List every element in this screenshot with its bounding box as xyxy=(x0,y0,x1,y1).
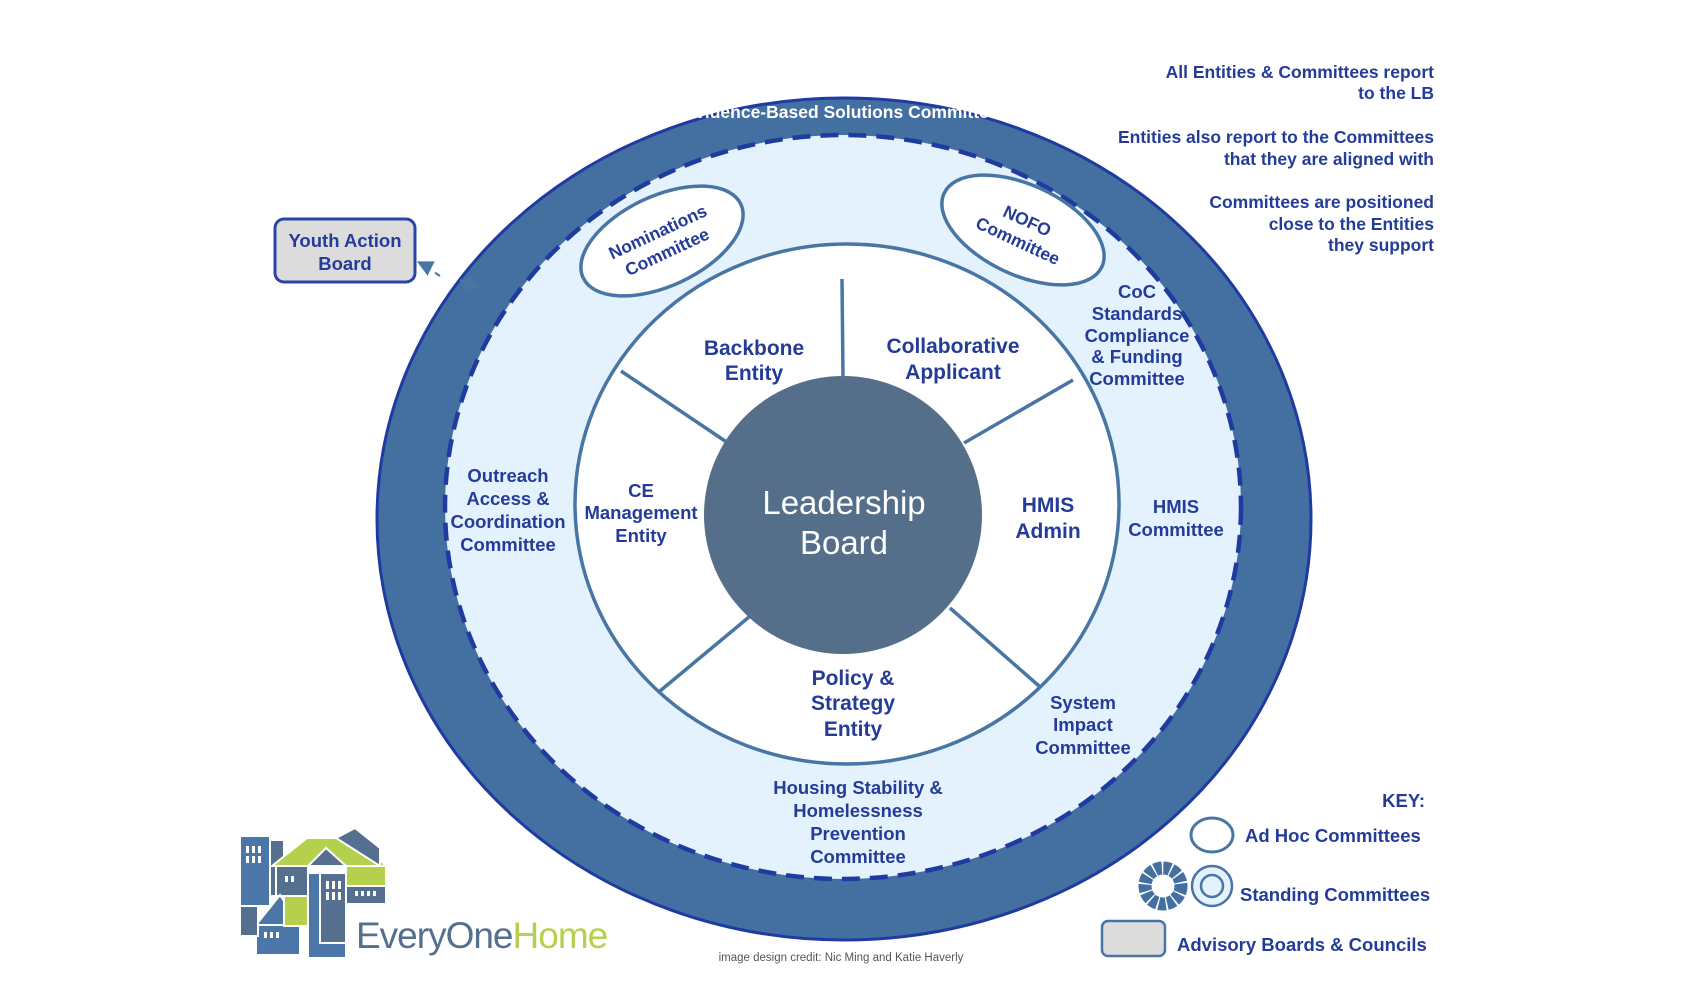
committee-label-line: & Funding xyxy=(1091,346,1182,367)
note-line: Entities also report to the Committees xyxy=(1118,127,1434,147)
committee-label-line: Committee xyxy=(1128,519,1224,540)
youth-board-connector-arrow xyxy=(459,274,481,290)
legend: KEY: Ad Hoc Committees Standing Committe… xyxy=(1100,790,1430,958)
committee-label-line: Committee xyxy=(1089,368,1185,389)
note-line: to the LB xyxy=(1358,83,1434,103)
legend-label: Advisory Boards & Councils xyxy=(1177,934,1427,955)
logo-windows xyxy=(246,846,376,938)
committee-label-line: Prevention xyxy=(810,823,906,844)
committee-hmis[interactable]: HMIS Committee xyxy=(1128,496,1224,540)
legend-label: Standing Committees xyxy=(1240,884,1430,905)
committee-label-line: HMIS xyxy=(1153,496,1199,517)
committee-outreach[interactable]: Outreach Access & Coordination Committee xyxy=(450,465,565,555)
ad-hoc-ellipse xyxy=(940,173,1106,287)
entity-label-line: Management xyxy=(584,502,697,523)
advisory-label-line: Youth Action xyxy=(288,230,401,251)
committee-label-line: System xyxy=(1050,692,1116,713)
notes: All Entities & Committees report to the … xyxy=(1118,62,1434,255)
advisory-youth-action-board[interactable]: Youth Action Board xyxy=(273,217,417,284)
committee-label-line: Committee xyxy=(810,846,906,867)
entity-label-line: CE xyxy=(628,480,654,501)
committee-label-line: Outreach xyxy=(467,465,548,486)
legend-label: Ad Hoc Committees xyxy=(1245,825,1421,846)
entity-label-line: Admin xyxy=(1015,520,1080,543)
leadership-board-circle[interactable] xyxy=(704,376,982,654)
entity-backbone[interactable]: Backbone Entity xyxy=(704,337,804,385)
committee-label-line: Access & xyxy=(466,488,549,509)
advisory-label-line: Board xyxy=(318,253,371,274)
committee-label-line: Standards xyxy=(1092,303,1182,324)
entity-label-line: Entity xyxy=(615,525,667,546)
advisory-box-icon xyxy=(1100,919,1167,958)
youth-board-connector-arrow xyxy=(416,261,435,276)
committee-ring-dashed-border xyxy=(442,132,1244,882)
logo-word-home: Home xyxy=(513,915,608,956)
entity-label-line: Entity xyxy=(725,362,784,385)
committee-label-line: Compliance xyxy=(1085,325,1190,346)
logo-word-everyone: EveryOne xyxy=(356,915,513,956)
note-line: close to the Entities xyxy=(1269,214,1435,234)
spokes xyxy=(620,278,1074,693)
design-credit: image design credit: Nic Ming and Katie … xyxy=(719,952,964,964)
committee-label-line: Committee xyxy=(460,534,556,555)
spoke-lower-right xyxy=(948,606,1041,688)
committee-label-line: Homelessness xyxy=(793,800,923,821)
entity-policy-strategy[interactable]: Policy & Strategy Entity xyxy=(811,667,895,741)
committee-system-impact[interactable]: System Impact Committee xyxy=(1035,692,1131,758)
entity-ce-management[interactable]: CE Management Entity xyxy=(584,480,697,546)
committee-label-line: Coordination xyxy=(450,511,565,532)
ad-hoc-ellipse-icon xyxy=(1189,816,1235,854)
spoke-top xyxy=(840,278,845,378)
entity-hmis-admin[interactable]: HMIS Admin xyxy=(1015,494,1080,543)
entity-label-line: Entity xyxy=(824,718,883,741)
entity-label-line: HMIS xyxy=(1022,494,1075,517)
entity-collaborative-applicant[interactable]: Collaborative Applicant xyxy=(886,335,1019,384)
leadership-board-label-line2: Board xyxy=(800,524,888,561)
logo-wordmark: EveryOneHome xyxy=(356,915,607,956)
note-line: they support xyxy=(1328,235,1434,255)
committee-label-line: Housing Stability & xyxy=(773,777,943,798)
everyonehome-logo: EveryOneHome xyxy=(239,826,608,959)
spoke-upper-left xyxy=(620,369,729,445)
standing-rings-icon xyxy=(1138,861,1234,911)
legend-title: KEY: xyxy=(1382,790,1425,811)
ad-hoc-ellipse xyxy=(579,184,745,298)
committee-nominations[interactable]: Nominations Committee xyxy=(564,163,760,318)
entity-label-line: Applicant xyxy=(905,361,1001,384)
note-line: that they are aligned with xyxy=(1224,149,1434,169)
advisory-box xyxy=(273,217,417,284)
note-line: Committees are positioned xyxy=(1209,192,1434,212)
entity-label-line: Backbone xyxy=(704,337,804,360)
entity-label-line: Policy & xyxy=(812,667,895,690)
note-line: All Entities & Committees report xyxy=(1166,62,1435,82)
spoke-lower-left xyxy=(658,615,751,693)
committee-coc-standards[interactable]: CoC Standards Compliance & Funding Commi… xyxy=(1085,281,1190,389)
committee-label-line: CoC xyxy=(1118,281,1156,302)
committee-label-line: Committee xyxy=(1035,737,1131,758)
entity-label-line: Strategy xyxy=(811,692,895,715)
committee-label-line: Impact xyxy=(1053,714,1113,735)
houses-icon xyxy=(239,826,389,959)
committee-housing-stability[interactable]: Housing Stability & Homelessness Prevent… xyxy=(773,777,943,867)
leadership-board-label-line1: Leadership xyxy=(762,484,925,521)
spoke-upper-right xyxy=(963,378,1074,445)
committee-nofo[interactable]: NOFO Committee xyxy=(925,152,1121,307)
entity-label-line: Collaborative xyxy=(886,335,1019,358)
evidence-based-solutions-label: Evidence-Based Solutions Committee xyxy=(683,102,998,122)
